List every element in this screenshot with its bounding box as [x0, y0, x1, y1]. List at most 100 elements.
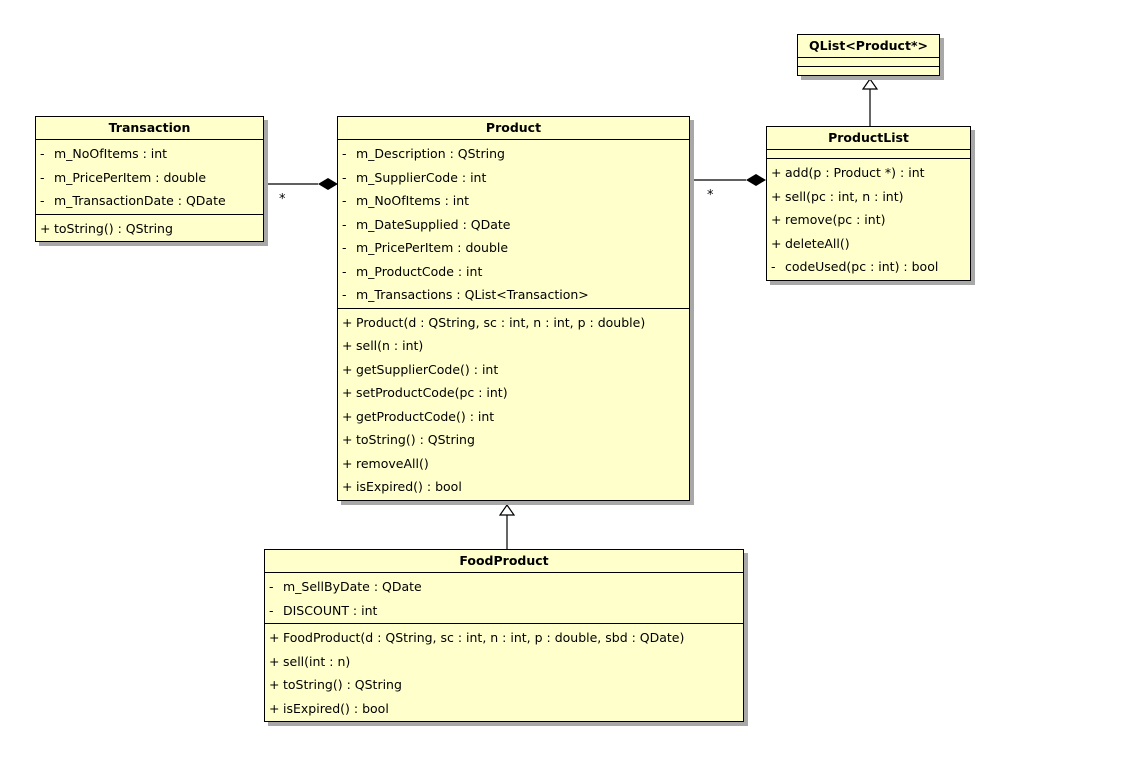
operation: +sell(pc : int, n : int): [767, 185, 970, 209]
attributes-section: -m_Description : QString -m_SupplierCode…: [338, 140, 689, 309]
class-productlist[interactable]: ProductList +add(p : Product *) : int +s…: [766, 126, 971, 281]
visibility-marker: +: [40, 220, 51, 236]
attribute-text: m_Description : QString: [356, 146, 505, 161]
attribute-text: m_TransactionDate : QDate: [54, 193, 226, 208]
visibility-marker: -: [342, 287, 347, 302]
operation: +sell(int : n): [265, 650, 743, 674]
visibility-marker: +: [342, 385, 353, 400]
operation-text: removeAll(): [356, 455, 429, 471]
visibility-marker: -: [342, 193, 347, 208]
visibility-marker: +: [269, 653, 280, 669]
attributes-section: [798, 58, 939, 67]
operation-text: getSupplierCode() : int: [356, 361, 499, 377]
operation-text: FoodProduct(d : QString, sc : int, n : i…: [283, 630, 685, 645]
operation-text: toString() : QString: [283, 677, 402, 692]
visibility-marker: +: [342, 479, 353, 494]
operation: -codeUsed(pc : int) : bool: [767, 255, 970, 279]
operation: +getSupplierCode() : int: [338, 358, 689, 382]
composition-diamond-icon: [746, 174, 766, 186]
attribute: -m_DateSupplied : QDate: [338, 213, 689, 237]
class-qlist[interactable]: QList<Product*>: [797, 34, 940, 76]
attribute-text: m_DateSupplied : QDate: [356, 216, 511, 232]
operation-text: deleteAll(): [785, 235, 850, 251]
operation: +isExpired() : bool: [265, 697, 743, 721]
attribute-text: m_NoOfItems : int: [54, 146, 168, 161]
operations-section: +toString() : QString: [36, 215, 263, 242]
operation: +removeAll(): [338, 452, 689, 476]
attribute: -m_NoOfItems : int: [338, 189, 689, 213]
visibility-marker: +: [342, 338, 353, 353]
operation: +toString() : QString: [338, 428, 689, 452]
operation: +isExpired() : bool: [338, 475, 689, 499]
visibility-marker: -: [40, 169, 45, 185]
attribute-text: m_Transactions : QList<Transaction>: [356, 287, 589, 302]
operation-text: sell(int : n): [283, 653, 351, 669]
attribute: -m_SellByDate : QDate: [265, 575, 743, 599]
visibility-marker: -: [342, 263, 347, 279]
visibility-marker: -: [269, 602, 274, 618]
visibility-marker: -: [342, 216, 347, 232]
operation-text: isExpired() : bool: [356, 479, 462, 494]
operation-text: Product(d : QString, sc : int, n : int, …: [356, 314, 646, 330]
visibility-marker: +: [269, 700, 280, 716]
visibility-marker: -: [342, 146, 347, 161]
visibility-marker: +: [771, 235, 782, 251]
operation: +setProductCode(pc : int): [338, 381, 689, 405]
visibility-marker: +: [342, 314, 353, 330]
inheritance-arrow-icon: [498, 503, 516, 516]
operation: +FoodProduct(d : QString, sc : int, n : …: [265, 626, 743, 650]
attribute-text: m_ProductCode : int: [356, 263, 483, 279]
attribute: -DISCOUNT : int: [265, 599, 743, 623]
attribute: -m_Description : QString: [338, 142, 689, 166]
operation-text: toString() : QString: [54, 220, 173, 236]
operation-text: sell(n : int): [356, 338, 424, 353]
operation-text: setProductCode(pc : int): [356, 385, 508, 400]
attribute-text: m_NoOfItems : int: [356, 193, 470, 208]
class-name: ProductList: [767, 127, 970, 150]
attribute: -m_TransactionDate : QDate: [36, 189, 263, 213]
visibility-marker: +: [342, 408, 353, 424]
class-name: QList<Product*>: [798, 35, 939, 58]
visibility-marker: -: [269, 579, 274, 594]
visibility-marker: -: [771, 259, 776, 274]
inheritance-arrow-icon: [861, 77, 879, 90]
visibility-marker: +: [342, 455, 353, 471]
operation: +toString() : QString: [265, 673, 743, 697]
visibility-marker: +: [771, 188, 782, 204]
attribute-text: m_SupplierCode : int: [356, 169, 487, 185]
attribute: -m_Transactions : QList<Transaction>: [338, 283, 689, 307]
operation-text: sell(pc : int, n : int): [785, 188, 904, 204]
attributes-section: -m_NoOfItems : int -m_PricePerItem : dou…: [36, 140, 263, 215]
visibility-marker: +: [771, 165, 782, 180]
attribute-text: m_PricePerItem : double: [54, 169, 207, 185]
operation-text: toString() : QString: [356, 432, 475, 447]
class-foodproduct[interactable]: FoodProduct -m_SellByDate : QDate -DISCO…: [264, 549, 744, 722]
attribute-text: m_PricePerItem : double: [356, 240, 509, 255]
attribute: -m_NoOfItems : int: [36, 142, 263, 166]
attributes-section: -m_SellByDate : QDate -DISCOUNT : int: [265, 573, 743, 624]
attribute: -m_ProductCode : int: [338, 260, 689, 284]
attribute-text: m_SellByDate : QDate: [283, 579, 422, 594]
class-product[interactable]: Product -m_Description : QString -m_Supp…: [337, 116, 690, 501]
operation: +getProductCode() : int: [338, 405, 689, 429]
operation-text: getProductCode() : int: [356, 408, 495, 424]
visibility-marker: +: [342, 361, 353, 377]
visibility-marker: +: [269, 630, 280, 645]
class-name: Transaction: [36, 117, 263, 140]
visibility-marker: +: [342, 432, 353, 447]
operation: +deleteAll(): [767, 232, 970, 256]
visibility-marker: -: [40, 146, 45, 161]
class-transaction[interactable]: Transaction -m_NoOfItems : int -m_PriceP…: [35, 116, 264, 242]
operation: +add(p : Product *) : int: [767, 161, 970, 185]
operation-text: add(p : Product *) : int: [785, 165, 925, 180]
operation: +remove(pc : int): [767, 208, 970, 232]
operations-section: +FoodProduct(d : QString, sc : int, n : …: [265, 624, 743, 721]
operations-section: +Product(d : QString, sc : int, n : int,…: [338, 309, 689, 500]
operation-text: codeUsed(pc : int) : bool: [785, 259, 939, 274]
operation: +sell(n : int): [338, 334, 689, 358]
operation-text: remove(pc : int): [785, 212, 886, 227]
operations-section: +add(p : Product *) : int +sell(pc : int…: [767, 159, 970, 280]
multiplicity-label: *: [279, 192, 286, 207]
operation: +toString() : QString: [36, 217, 263, 241]
